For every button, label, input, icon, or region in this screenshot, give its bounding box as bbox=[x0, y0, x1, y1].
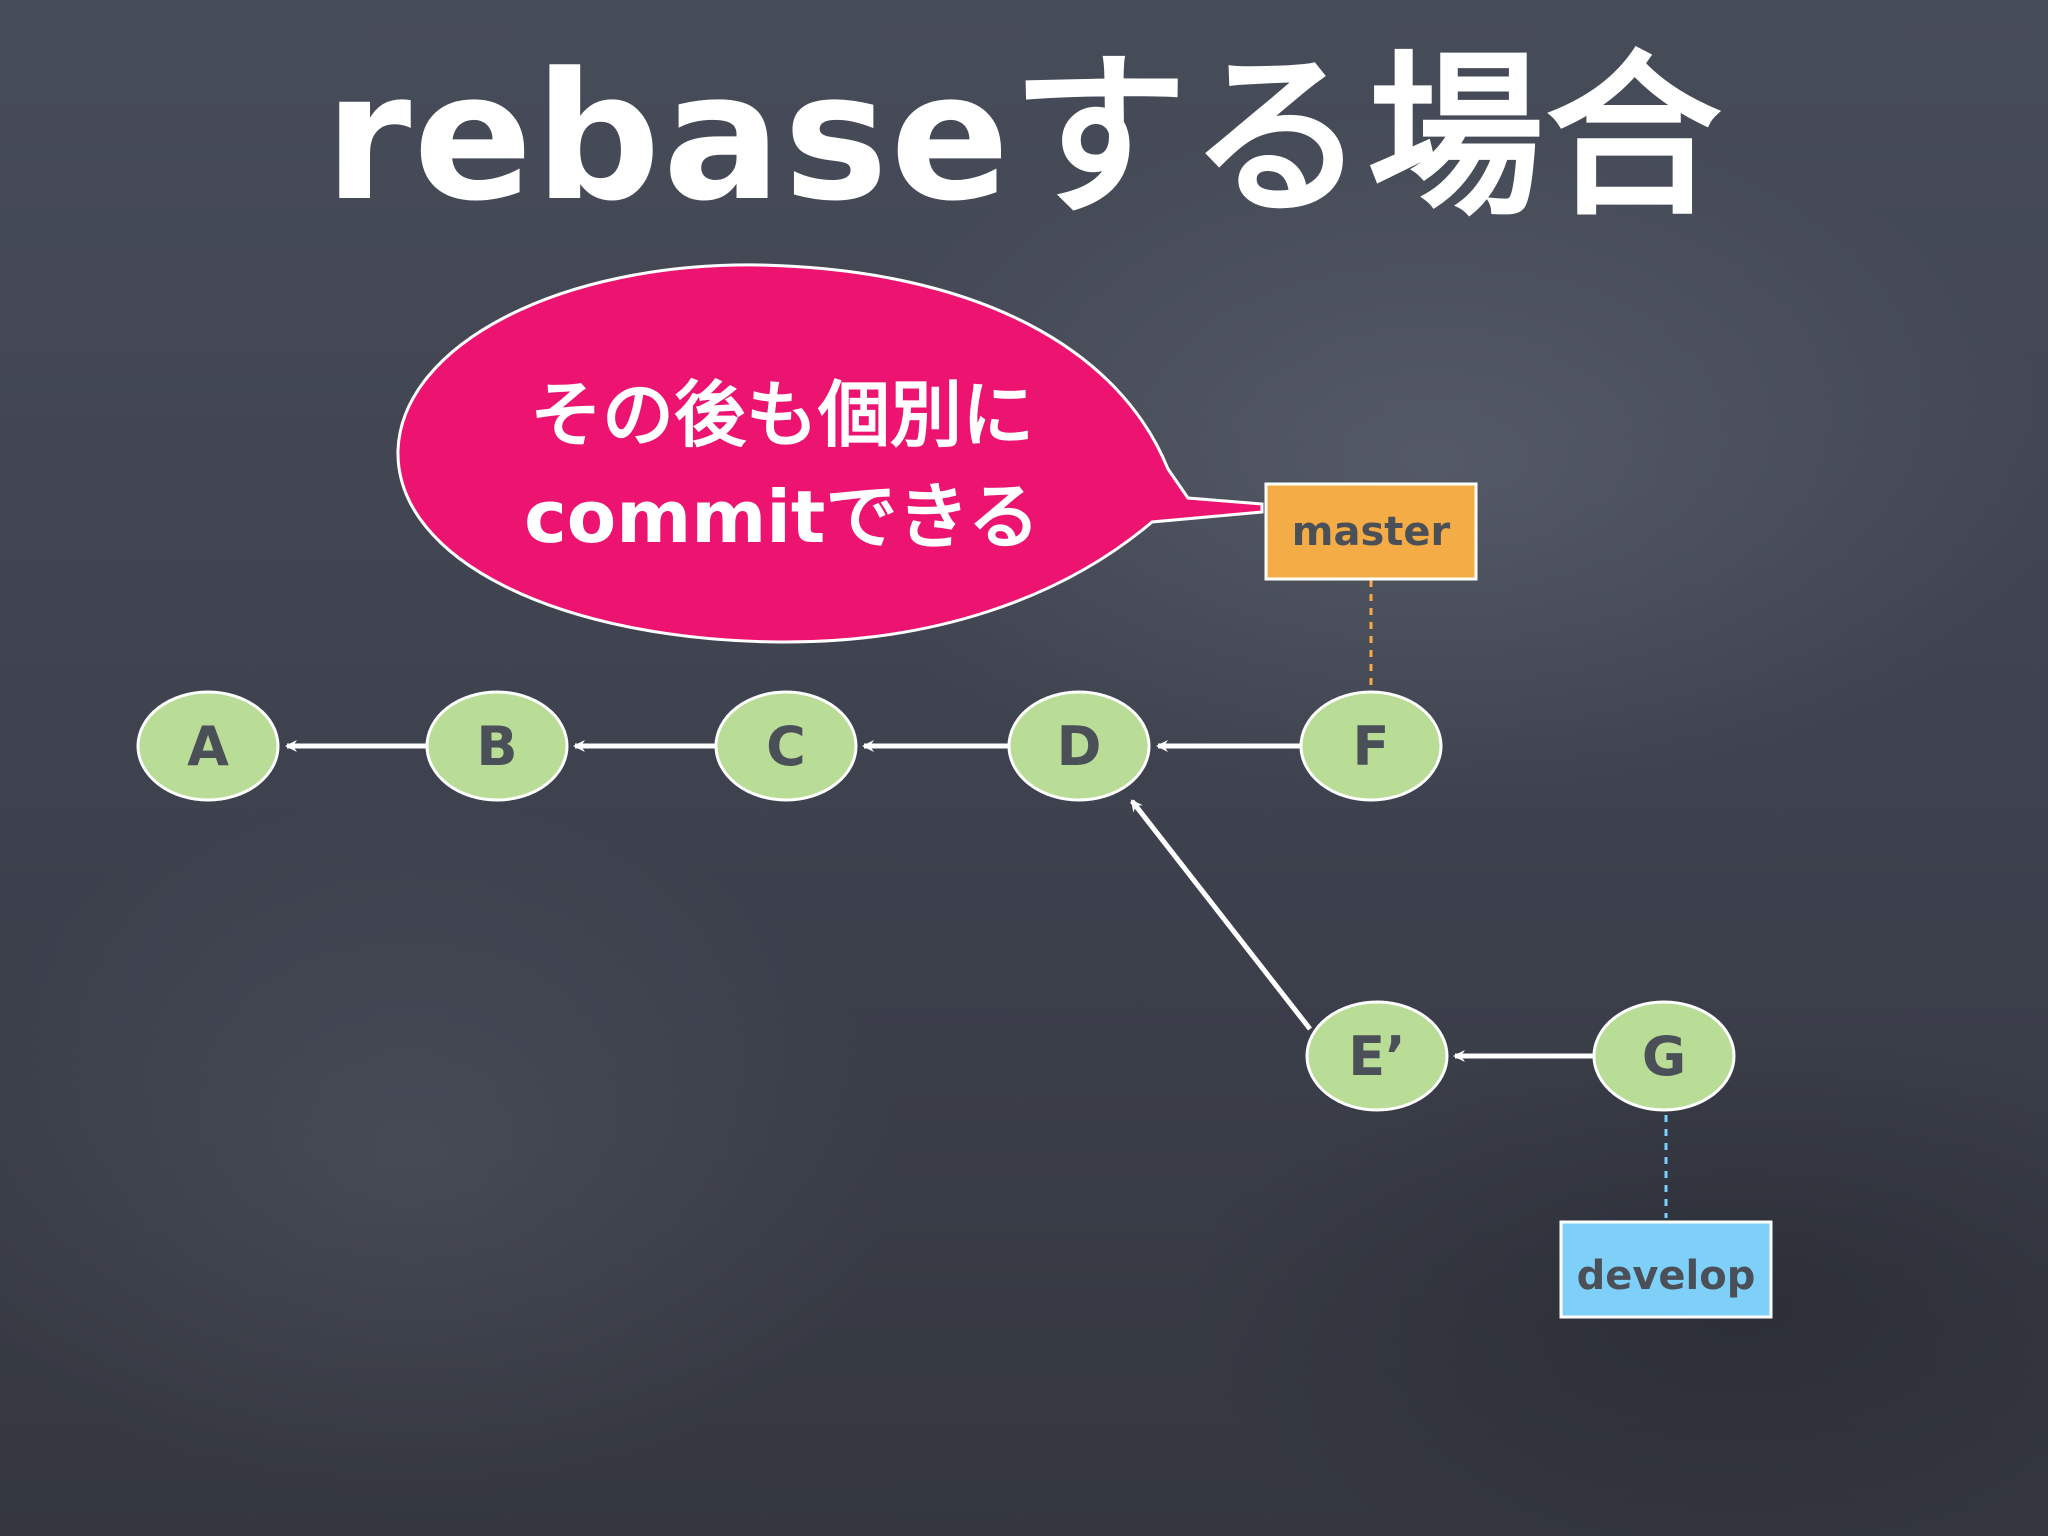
commit-node-a: A bbox=[136, 690, 280, 802]
branch-develop-label: develop bbox=[1577, 1253, 1756, 1299]
branch-master-label: master bbox=[1292, 509, 1451, 555]
branch-master: master bbox=[1264, 482, 1478, 581]
commit-node-d-label: D bbox=[1057, 715, 1102, 778]
callout-line-2: commitできる bbox=[524, 475, 1040, 559]
slide-title: rebaseする場合 bbox=[324, 35, 1724, 240]
commit-node-b-circle bbox=[425, 690, 569, 802]
commit-node-g-label: G bbox=[1642, 1025, 1686, 1088]
callout-line-1: その後も個別に bbox=[530, 373, 1034, 457]
commit-node-e-prime-circle bbox=[1305, 1000, 1449, 1112]
branch-develop-box bbox=[1559, 1220, 1773, 1319]
edge-e-prime-to-d bbox=[1130, 799, 1312, 1031]
commit-node-f-circle bbox=[1299, 690, 1443, 802]
callout-bubble: その後も個別に commitできる bbox=[396, 263, 1264, 644]
commit-node-e-prime-label: E’ bbox=[1348, 1025, 1405, 1088]
branch-master-box bbox=[1264, 482, 1478, 581]
callout-bubble-shape bbox=[396, 263, 1264, 644]
branch-develop: develop bbox=[1559, 1220, 1773, 1319]
commit-node-f: F bbox=[1299, 690, 1443, 802]
commit-node-c-label: C bbox=[766, 715, 806, 778]
commit-node-d: D bbox=[1007, 690, 1151, 802]
edges-layer bbox=[285, 740, 1593, 1062]
commit-node-d-circle bbox=[1007, 690, 1151, 802]
commit-node-c-circle bbox=[714, 690, 858, 802]
commit-node-g-circle bbox=[1592, 1000, 1736, 1112]
commit-node-c: C bbox=[714, 690, 858, 802]
commit-node-f-label: F bbox=[1353, 715, 1390, 778]
commit-node-a-label: A bbox=[187, 715, 229, 778]
commit-node-e-prime: E’ bbox=[1305, 1000, 1449, 1112]
commit-node-b-label: B bbox=[476, 715, 517, 778]
commit-node-a-circle bbox=[136, 690, 280, 802]
commit-node-b: B bbox=[425, 690, 569, 802]
commit-node-g: G bbox=[1592, 1000, 1736, 1112]
